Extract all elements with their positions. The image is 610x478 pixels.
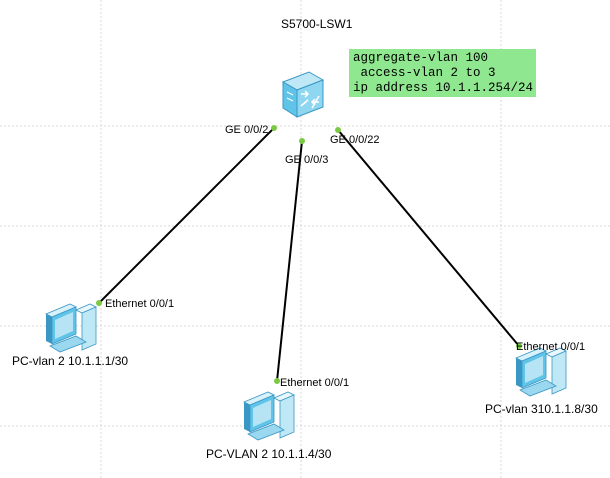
pc2-label: PC-VLAN 2 10.1.1.4/30 — [206, 447, 332, 461]
pc-icon-2[interactable] — [243, 391, 295, 441]
link-switch-pc1[interactable] — [98, 127, 275, 304]
port-label-pc3-eth: Ethernet 0/0/1 — [516, 341, 586, 353]
pc-icon-1[interactable] — [45, 303, 97, 353]
config-note-line-1: aggregate-vlan 100 — [353, 51, 489, 65]
port-dot-pc1-eth[interactable] — [96, 300, 102, 306]
config-note-line-2: access-vlan 2 to 3 — [353, 66, 496, 80]
port-label-ge0022: GE 0/0/22 — [330, 134, 380, 146]
port-dot-ge0022[interactable] — [335, 127, 341, 133]
port-dot-pc3-eth[interactable] — [516, 343, 522, 349]
switch-icon[interactable] — [281, 71, 325, 118]
port-label-ge002: GE 0/0/2 — [225, 124, 269, 136]
port-dot-pc2-eth[interactable] — [274, 378, 280, 384]
config-note-line-3: ip address 10.1.1.254/24 — [353, 81, 534, 95]
pc-icon-3[interactable] — [515, 347, 567, 397]
switch-name-label: S5700-LSW1 — [281, 17, 353, 31]
pc1-label: PC-vlan 2 10.1.1.1/30 — [12, 354, 129, 368]
port-dot-ge003[interactable] — [299, 138, 305, 144]
port-label-pc1-eth: Ethernet 0/0/1 — [105, 298, 175, 310]
port-dot-ge002[interactable] — [271, 125, 277, 131]
link-switch-pc3[interactable] — [337, 129, 520, 347]
link-switch-pc2[interactable] — [276, 140, 303, 382]
pc3-label: PC-vlan 310.1.1.8/30 — [485, 402, 598, 416]
port-label-ge003: GE 0/0/3 — [285, 154, 329, 166]
port-label-pc2-eth: Ethernet 0/0/1 — [280, 377, 350, 389]
